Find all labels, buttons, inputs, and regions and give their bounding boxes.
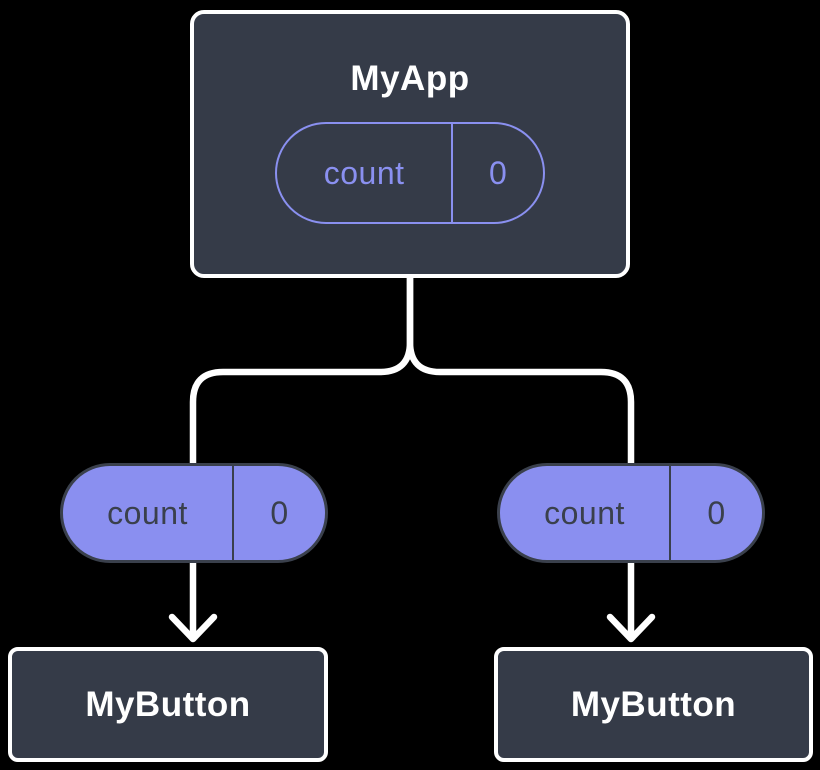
right-prop-name: count xyxy=(500,466,671,560)
root-to-left-connector xyxy=(189,268,414,474)
left-mybutton-node: MyButton xyxy=(8,647,328,762)
myapp-node-title: MyApp xyxy=(350,59,470,98)
right-arrowhead-icon xyxy=(606,613,656,643)
state-name: count xyxy=(277,124,454,222)
left-prop-value: 0 xyxy=(270,494,289,531)
left-arrowhead-icon xyxy=(168,613,218,643)
left-prop-pill: count 0 xyxy=(60,463,328,563)
right-prop-pill: count 0 xyxy=(497,463,765,563)
right-mybutton-title: MyButton xyxy=(570,684,737,724)
state-value: 0 xyxy=(488,154,508,191)
left-prop-name: count xyxy=(63,466,234,560)
root-to-right-connector xyxy=(406,268,635,474)
myapp-node: MyApp count 0 xyxy=(190,10,630,278)
left-mybutton-title: MyButton xyxy=(85,684,251,724)
root-state-pill: count 0 xyxy=(275,122,545,224)
right-prop-value: 0 xyxy=(707,494,726,531)
right-mybutton-node: MyButton xyxy=(494,647,813,762)
